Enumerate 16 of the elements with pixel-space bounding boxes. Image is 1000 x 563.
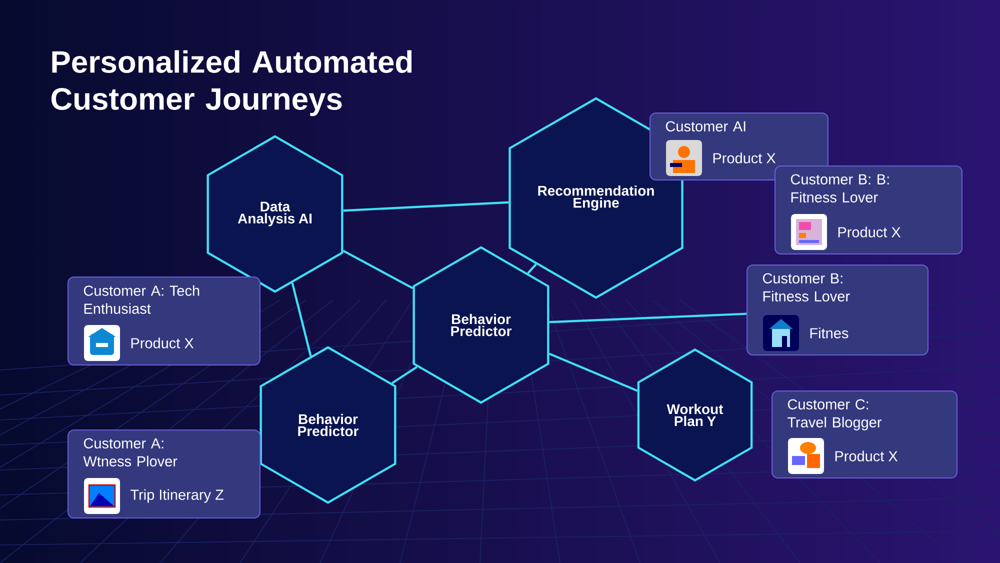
customer-card: Customer B: Fitness Lover Fitnes (746, 264, 928, 356)
connector-line (527, 264, 537, 274)
customer-card: Customer A: Wtness Plover Trip Itinerary Z (68, 430, 260, 518)
connector-line (391, 366, 418, 384)
hexagon-node: Data Analysis AI (206, 135, 344, 293)
customer-card: Customer A: Tech Enthusiast Product X (68, 276, 260, 366)
customer-card: Customer C: Travel Blogger Product X (772, 390, 958, 478)
connector-line (291, 282, 312, 356)
connector-line (549, 312, 747, 324)
hexagon-node: Behavior Predictor (412, 246, 550, 404)
connector-line (548, 352, 638, 392)
connector-line (343, 201, 509, 212)
hexagon-node: Behavior Predictor (260, 346, 396, 504)
connector-line (342, 250, 414, 290)
title: Personalized Automated Customer Journeys (51, 50, 412, 116)
customer-card: Customer B: B: Fitness Lover Product X (774, 166, 962, 254)
